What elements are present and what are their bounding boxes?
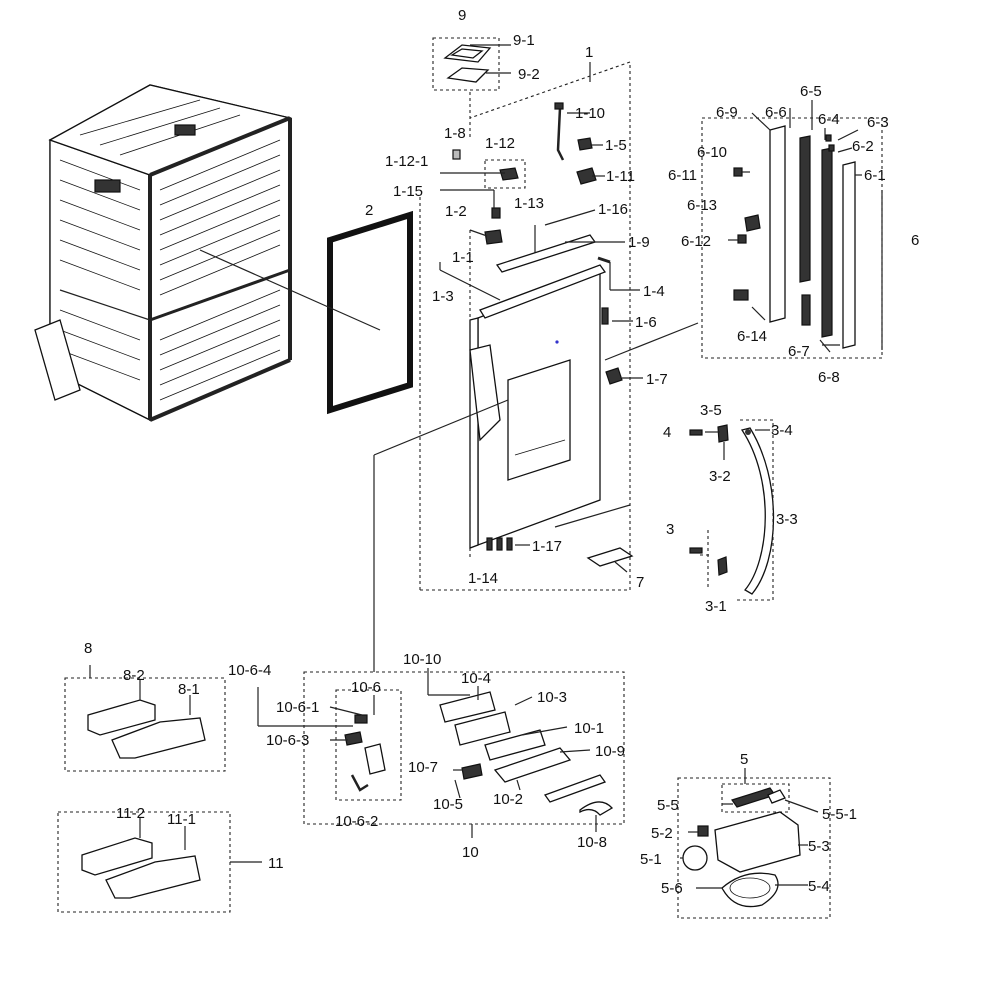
label-6: 6	[911, 232, 919, 249]
label-6-8: 6-8	[818, 369, 840, 386]
label-3-4: 3-4	[771, 422, 793, 439]
group-3-handle	[689, 419, 775, 601]
label-5-6: 5-6	[661, 880, 683, 897]
group-8-bins	[64, 665, 226, 772]
label-1-14: 1-14	[468, 570, 498, 587]
label-5-5-1: 5-5-1	[822, 806, 857, 823]
group-6-assembly	[701, 100, 883, 359]
label-1-16: 1-16	[598, 201, 628, 218]
label-11-2: 11-2	[116, 805, 145, 822]
label-10-10: 10-10	[403, 651, 441, 668]
label-5-4: 5-4	[808, 878, 830, 895]
part-7	[586, 547, 634, 573]
label-1-5: 1-5	[605, 137, 627, 154]
label-1-15: 1-15	[393, 183, 423, 200]
label-3-5: 3-5	[700, 402, 722, 419]
label-3-2: 3-2	[709, 468, 731, 485]
label-5-1: 5-1	[640, 851, 662, 868]
label-10-2: 10-2	[493, 791, 523, 808]
label-6-6: 6-6	[765, 104, 787, 121]
label-1-8: 1-8	[444, 125, 466, 142]
label-6-3: 6-3	[867, 114, 889, 131]
label-10-8: 10-8	[577, 834, 607, 851]
label-6-11: 6-11	[668, 167, 697, 184]
label-1: 1	[585, 44, 593, 61]
label-5-5: 5-5	[657, 797, 679, 814]
label-10-6-4: 10-6-4	[228, 662, 271, 679]
label-5-3: 5-3	[808, 838, 830, 855]
label-6-2: 6-2	[852, 138, 874, 155]
label-10-1: 10-1	[574, 720, 604, 737]
label-8-2: 8-2	[123, 667, 145, 684]
label-10-6: 10-6	[351, 679, 381, 696]
label-5-2: 5-2	[651, 825, 673, 842]
label-5: 5	[740, 751, 748, 768]
label-11-1: 11-1	[167, 811, 196, 828]
label-6-1: 6-1	[864, 167, 886, 184]
label-4: 4	[663, 424, 671, 441]
label-3-1: 3-1	[705, 598, 727, 615]
label-11: 11	[268, 855, 284, 872]
label-10-3: 10-3	[537, 689, 567, 706]
callout-labels: 9 9-1 9-2 1 1-10 1-8 1-12 1-5 1-12-1 1-1…	[84, 7, 919, 897]
label-7: 7	[636, 574, 644, 591]
label-1-7: 1-7	[646, 371, 668, 388]
door-assembly	[469, 264, 607, 549]
label-8: 8	[84, 640, 92, 657]
label-1-11: 1-11	[606, 168, 635, 185]
label-6-4: 6-4	[818, 111, 840, 128]
label-1-3: 1-3	[432, 288, 454, 305]
label-2: 2	[365, 202, 373, 219]
label-6-9: 6-9	[716, 104, 738, 121]
label-10-6-1: 10-6-1	[276, 699, 319, 716]
label-6-12: 6-12	[681, 233, 711, 250]
label-1-17: 1-17	[532, 538, 562, 555]
label-10-4: 10-4	[461, 670, 491, 687]
label-6-7: 6-7	[788, 343, 810, 360]
label-10: 10	[462, 844, 479, 861]
label-1-1: 1-1	[452, 249, 474, 266]
group-10-dispenser	[257, 399, 625, 838]
label-3: 3	[666, 521, 674, 538]
label-1-9: 1-9	[628, 234, 650, 251]
label-1-2: 1-2	[445, 203, 467, 220]
label-9: 9	[458, 7, 466, 24]
label-9-2: 9-2	[518, 66, 540, 83]
label-1-13: 1-13	[514, 195, 544, 212]
label-6-14: 6-14	[737, 328, 767, 345]
door-small-parts	[432, 37, 623, 551]
label-6-10: 6-10	[697, 144, 727, 161]
label-10-5: 10-5	[433, 796, 463, 813]
door-leaders	[439, 44, 699, 560]
label-10-7: 10-7	[408, 759, 438, 776]
label-10-9: 10-9	[595, 743, 625, 760]
label-3-3: 3-3	[776, 511, 798, 528]
label-9-1: 9-1	[513, 32, 535, 49]
label-1-10: 1-10	[575, 105, 605, 122]
group-11-bins	[57, 811, 262, 913]
label-10-6-2: 10-6-2	[335, 813, 378, 830]
label-6-13: 6-13	[687, 197, 717, 214]
label-10-6-3: 10-6-3	[266, 732, 309, 749]
label-1-6: 1-6	[635, 314, 657, 331]
label-8-1: 8-1	[178, 681, 200, 698]
door-gasket	[199, 210, 413, 415]
refrigerator-cabinet	[34, 84, 293, 422]
label-1-4: 1-4	[643, 283, 665, 300]
label-1-12: 1-12	[485, 135, 515, 152]
label-1-12-1: 1-12-1	[385, 153, 428, 170]
group-5-ice-maker	[677, 768, 831, 919]
label-6-5: 6-5	[800, 83, 822, 100]
